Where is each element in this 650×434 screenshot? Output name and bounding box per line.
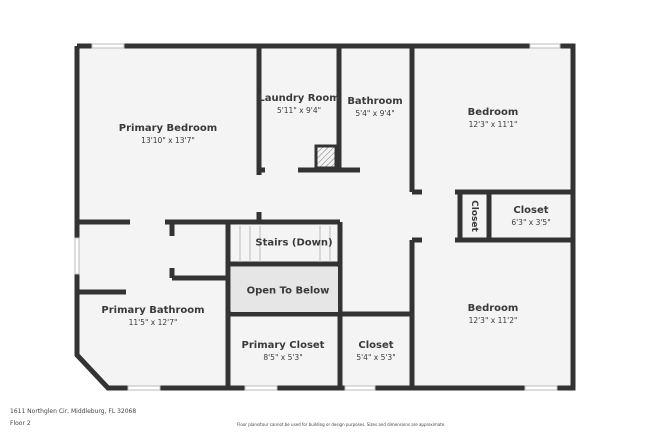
- room-dimensions: 6'3" x 3'5": [511, 218, 551, 227]
- room-dimensions: 12'3" x 11'1": [468, 120, 518, 129]
- room-bathroom: Bathroom 5'4" x 9'4": [347, 96, 402, 118]
- room-closet-bottom: Closet 5'4" x 5'3": [356, 340, 395, 362]
- room-bedroom-top: Bedroom 12'3" x 11'1": [468, 107, 519, 129]
- stairs-steps: [239, 226, 331, 262]
- room-dimensions: 5'11" x 9'4": [276, 106, 322, 115]
- room-primary-closet: Primary Closet 8'5" x 5'3": [242, 340, 325, 362]
- floor-area: [77, 46, 573, 388]
- room-name: Closet: [469, 200, 479, 232]
- room-laundry: Laundry Room 5'11" x 9'4": [258, 93, 339, 115]
- room-name: Open To Below: [246, 285, 330, 297]
- room-dimensions: 5'4" x 9'4": [355, 109, 395, 118]
- room-dimensions: 13'10" x 13'7": [141, 136, 195, 145]
- room-name: Closet: [513, 205, 549, 216]
- room-dimensions: 5'4" x 5'3": [356, 353, 396, 362]
- room-name: Bedroom: [467, 107, 519, 118]
- open-to-below-area: [231, 267, 338, 312]
- room-name: Primary Closet: [241, 340, 325, 351]
- room-open-to-below: Open To Below: [247, 286, 330, 297]
- room-name: Primary Bathroom: [101, 305, 205, 316]
- room-closet-small: Closet: [469, 200, 479, 232]
- room-dimensions: 8'5" x 5'3": [263, 353, 303, 362]
- room-name: Primary Bedroom: [118, 123, 218, 134]
- room-name: Bathroom: [347, 96, 403, 107]
- room-dimensions: 11'5" x 12'7": [128, 318, 178, 327]
- windows: [74, 43, 561, 391]
- room-name: Closet: [358, 340, 394, 351]
- room-name: Laundry Room: [258, 93, 340, 104]
- room-bedroom-bottom: Bedroom 12'3" x 11'2": [468, 303, 519, 325]
- room-primary-bedroom: Primary Bedroom 13'10" x 13'7": [119, 123, 217, 145]
- room-name: Stairs (Down): [255, 237, 333, 249]
- address: 1611 Northglen Cir, Middleburg, FL 32068: [10, 408, 137, 415]
- disclaimer: Floor plans/tour cannot be used for buil…: [237, 422, 446, 427]
- room-closet-right: Closet 6'3" x 3'5": [511, 205, 550, 227]
- walls: [74, 43, 576, 391]
- floor-label: Floor 2: [10, 420, 31, 427]
- chimney-hatch: [314, 144, 338, 170]
- room-primary-bathroom: Primary Bathroom 11'5" x 12'7": [101, 305, 204, 327]
- room-stairs: Stairs (Down): [255, 238, 332, 249]
- room-dimensions: 12'3" x 11'2": [468, 316, 518, 325]
- room-name: Bedroom: [467, 303, 519, 314]
